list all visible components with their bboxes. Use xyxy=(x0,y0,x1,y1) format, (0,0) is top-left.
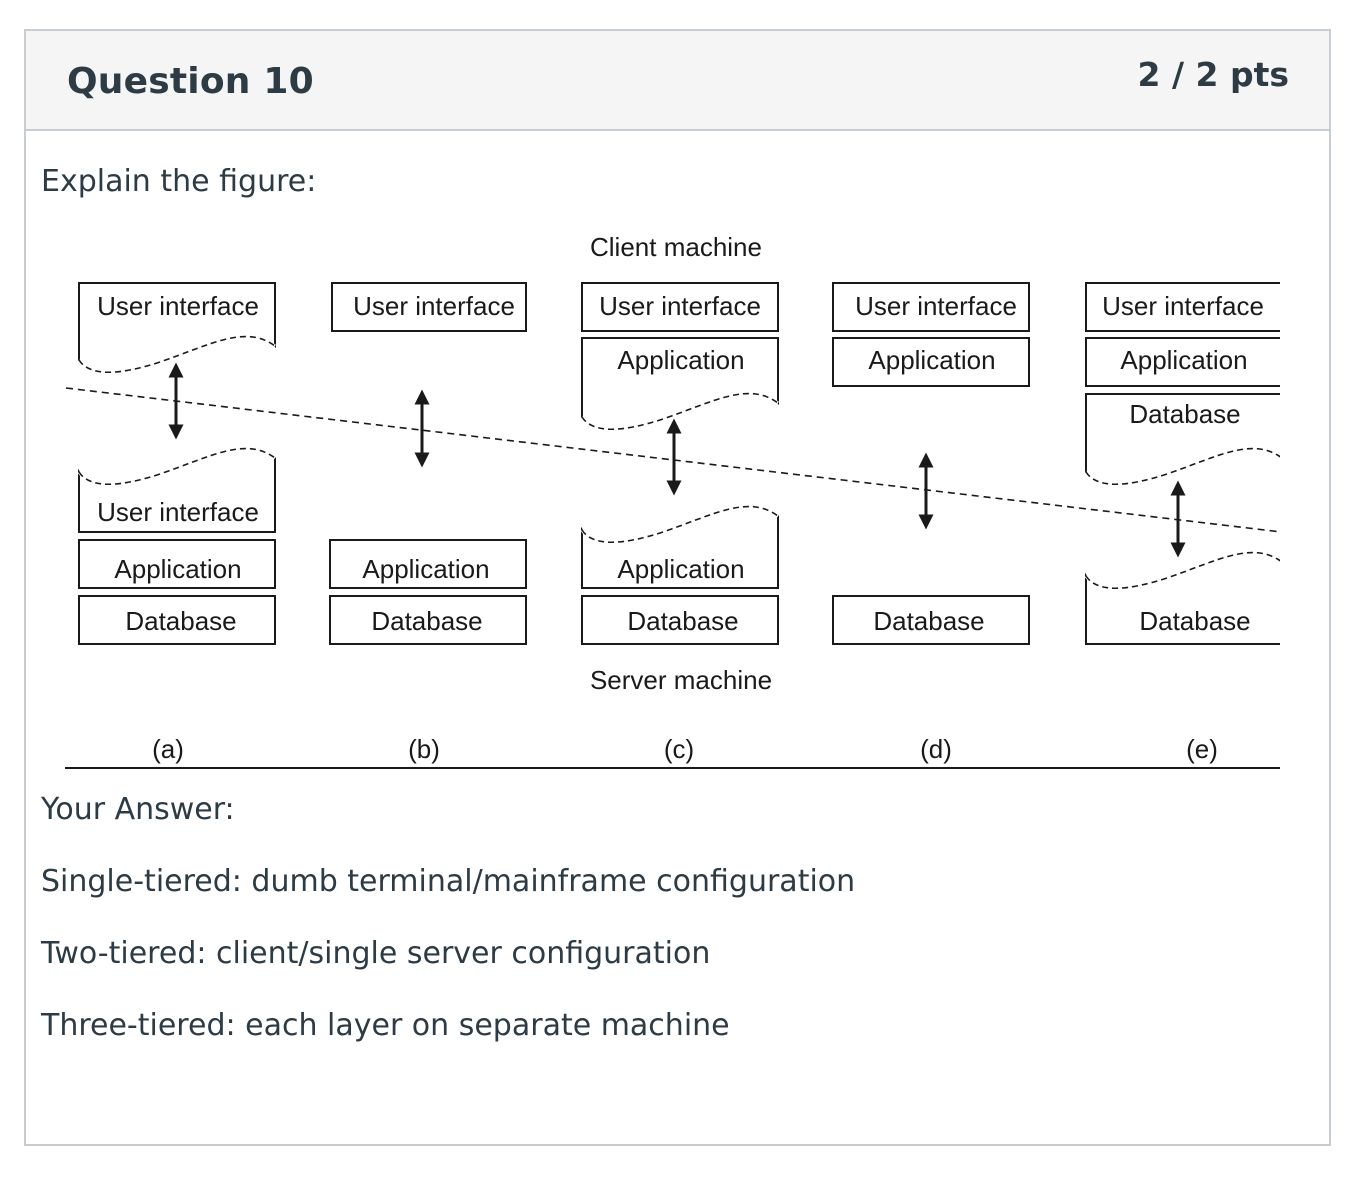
column-e: User interface Application Database Data… xyxy=(1084,282,1280,764)
column-caption: (c) xyxy=(664,734,694,764)
question-header: Question 10 2 / 2 pts xyxy=(26,31,1329,131)
client-box-label: User interface xyxy=(353,291,515,321)
server-box xyxy=(581,595,779,645)
server-box xyxy=(78,539,276,589)
client-box-label: User interface xyxy=(855,291,1017,321)
server-box-label: Application xyxy=(617,554,744,584)
client-box-label: User interface xyxy=(599,291,761,321)
client-box-label: Application xyxy=(868,345,995,375)
client-box xyxy=(832,282,1030,332)
question-points: 2 / 2 pts xyxy=(1137,55,1289,94)
client-box-label: Application xyxy=(1120,345,1247,375)
client-server-figure: Client machine Server machine User inter… xyxy=(40,200,1280,780)
server-box-label: Database xyxy=(125,606,236,636)
client-machine-label: Client machine xyxy=(590,232,762,262)
server-box xyxy=(329,539,527,589)
client-box xyxy=(581,282,779,332)
client-box-label: Application xyxy=(617,345,744,375)
server-box xyxy=(832,595,1030,645)
client-box-label: User interface xyxy=(1102,291,1264,321)
figure-svg: Client machine Server machine User inter… xyxy=(65,232,1280,769)
column-caption: (e) xyxy=(1186,734,1218,764)
server-machine-label: Server machine xyxy=(590,665,772,695)
server-box-label: Application xyxy=(362,554,489,584)
answer-line: Single-tiered: dumb terminal/mainframe c… xyxy=(41,864,856,899)
client-box xyxy=(832,337,1030,387)
answer-line: Two-tiered: client/single server configu… xyxy=(41,936,711,971)
answer-line: Three-tiered: each layer on separate mac… xyxy=(41,1008,730,1043)
server-box-label: Application xyxy=(114,554,241,584)
server-box-label: Database xyxy=(873,606,984,636)
client-box-label: User interface xyxy=(97,291,259,321)
column-caption: (a) xyxy=(152,734,184,764)
client-box xyxy=(1085,337,1280,387)
server-box xyxy=(78,595,276,645)
server-box-label: Database xyxy=(627,606,738,636)
column-d: User interface Application Database (d) xyxy=(832,282,1030,764)
server-box-label: Database xyxy=(371,606,482,636)
server-box-label: User interface xyxy=(97,497,259,527)
client-box xyxy=(331,282,527,332)
question-title: Question 10 xyxy=(67,61,314,102)
question-prompt: Explain the figure: xyxy=(41,164,317,199)
client-box xyxy=(1085,282,1280,332)
server-box-label: Database xyxy=(1139,606,1250,636)
column-a: User interface User interface Applicatio… xyxy=(77,282,276,764)
column-caption: (d) xyxy=(920,734,952,764)
column-b: User interface Application Database (b) xyxy=(329,282,527,764)
server-box xyxy=(329,595,527,645)
column-caption: (b) xyxy=(408,734,440,764)
client-box-label: Database xyxy=(1129,399,1240,429)
column-c: User interface Application Application D… xyxy=(580,282,779,764)
answer-label: Your Answer: xyxy=(41,792,235,827)
